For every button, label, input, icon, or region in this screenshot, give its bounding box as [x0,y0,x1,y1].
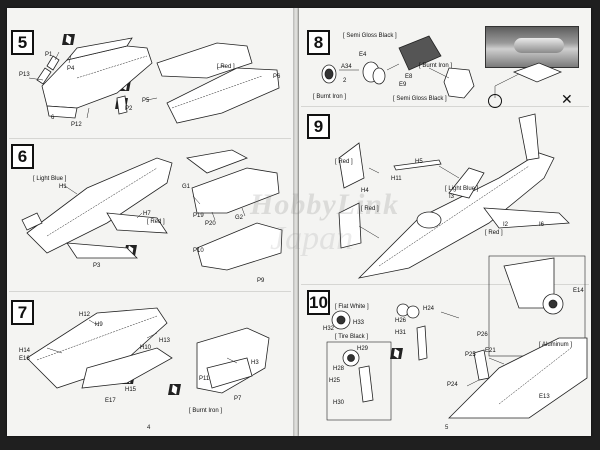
part-label: P11 [199,376,210,382]
color-note: [ Red ] [147,219,165,225]
step-number-6: 6 [11,144,34,169]
section-divider [301,284,589,285]
part-label: P1 [45,52,53,58]
part-label: H5 [415,159,423,165]
part-label: P26 [477,332,488,338]
step-number-5: 5 [11,30,34,55]
part-label: G1 [182,184,191,190]
part-label: H31 [395,330,407,336]
page-number: 4 [147,425,151,431]
part-label: H25 [329,378,341,384]
color-note: [ Flat White ] [335,304,369,310]
color-note: [ Red ] [217,64,235,70]
color-note: [ Light Blue ] [445,186,479,192]
watermark-logo: Japan [270,220,354,257]
book-spine [293,8,299,436]
section-divider [301,106,589,107]
part-label: P5 [142,98,150,104]
wrong-orientation-mark: ✕ [561,91,573,107]
part-label: E9 [399,82,407,88]
part-label: P25 [465,352,476,358]
exhaust-reference-photo [485,26,579,68]
section-divider [9,291,291,292]
part-label: H32 [323,326,335,332]
section-divider [9,138,291,139]
part-label: E17 [105,398,116,404]
color-note: [ Semi Gloss Black ] [343,33,397,39]
part-label: P10 [193,248,204,254]
part-label: A34 [341,64,352,70]
part-label: H15 [125,387,137,393]
step6-fuselage-diagram [21,149,283,271]
step7-wing-diagram [26,307,270,394]
part-label: P20 [205,221,216,227]
step-number-8: 8 [307,30,330,55]
part-label: H13 [159,338,171,344]
step9-fuselage-diagram [338,113,570,279]
part-label: P3 [93,263,101,269]
color-note: [ Burnt Iron ] [313,94,347,100]
instruction-page-left: 5 P1 P4 P13 6 P12 P2 P5 P6 [ Red ] [7,8,293,436]
part-label: P12 [71,122,82,128]
part-label: P24 [447,382,458,388]
part-label: H24 [423,306,435,312]
part-label: E13 [539,394,550,400]
color-note: [ Red ] [485,230,503,236]
part-label: H1 [59,184,67,190]
step-number-9: 9 [307,114,330,139]
part-label: H26 [395,318,407,324]
part-label: P19 [193,213,204,219]
part-label: E4 [359,52,367,58]
color-note: [ Semi Gloss Black ] [393,96,447,102]
page-number: 5 [445,425,449,431]
part-label: E14 [573,288,584,294]
part-label: P2 [125,106,133,112]
color-note: [ Aluminum ] [539,342,573,348]
part-label: H12 [79,312,91,318]
part-label: E16 [19,356,30,362]
part-label: P9 [257,278,265,284]
part-label: P4 [67,66,75,72]
part-label: H7 [143,211,151,217]
part-label: I2 [503,222,509,228]
part-label: I3 [449,194,455,200]
part-label: H29 [357,346,369,352]
part-label: P13 [19,72,30,78]
part-label: H4 [361,188,369,194]
instruction-page-right: 8 [ Semi Gloss Black ] A34 E4 2 E8 E9 [ … [299,8,591,436]
watermark-logo: HobbyLink [250,188,399,221]
part-label: H30 [333,400,345,406]
color-note: [ Tire Black ] [335,334,369,340]
part-label: H10 [140,345,152,351]
part-label: 2 [343,78,347,84]
part-label: H9 [95,322,103,328]
correct-orientation-mark [488,94,502,108]
color-note: [ Red ] [335,159,353,165]
step-number-10: 10 [307,290,330,315]
part-label: H14 [19,348,31,354]
color-note: [ Burnt Iron ] [189,408,223,414]
part-label: G2 [235,215,244,221]
part-label: I6 [539,222,545,228]
part-label: H3 [251,360,259,366]
part-label: H33 [353,320,365,326]
part-label: 6 [51,115,55,121]
step10-landing-gear-diagram [326,255,588,421]
part-label: P6 [273,74,281,80]
step8-exhaust-diagram [321,35,563,99]
part-label: H28 [333,366,345,372]
part-label: E21 [485,348,496,354]
part-label: H11 [391,176,402,182]
part-label: E8 [405,74,413,80]
color-note: [ Red ] [361,206,379,212]
part-label: P7 [234,396,242,402]
step-number-7: 7 [11,300,34,325]
step5-fuselage-diagram [28,37,280,124]
color-note: [ Burnt Iron ] [419,63,453,69]
color-note: [ Light Blue ] [33,176,67,182]
